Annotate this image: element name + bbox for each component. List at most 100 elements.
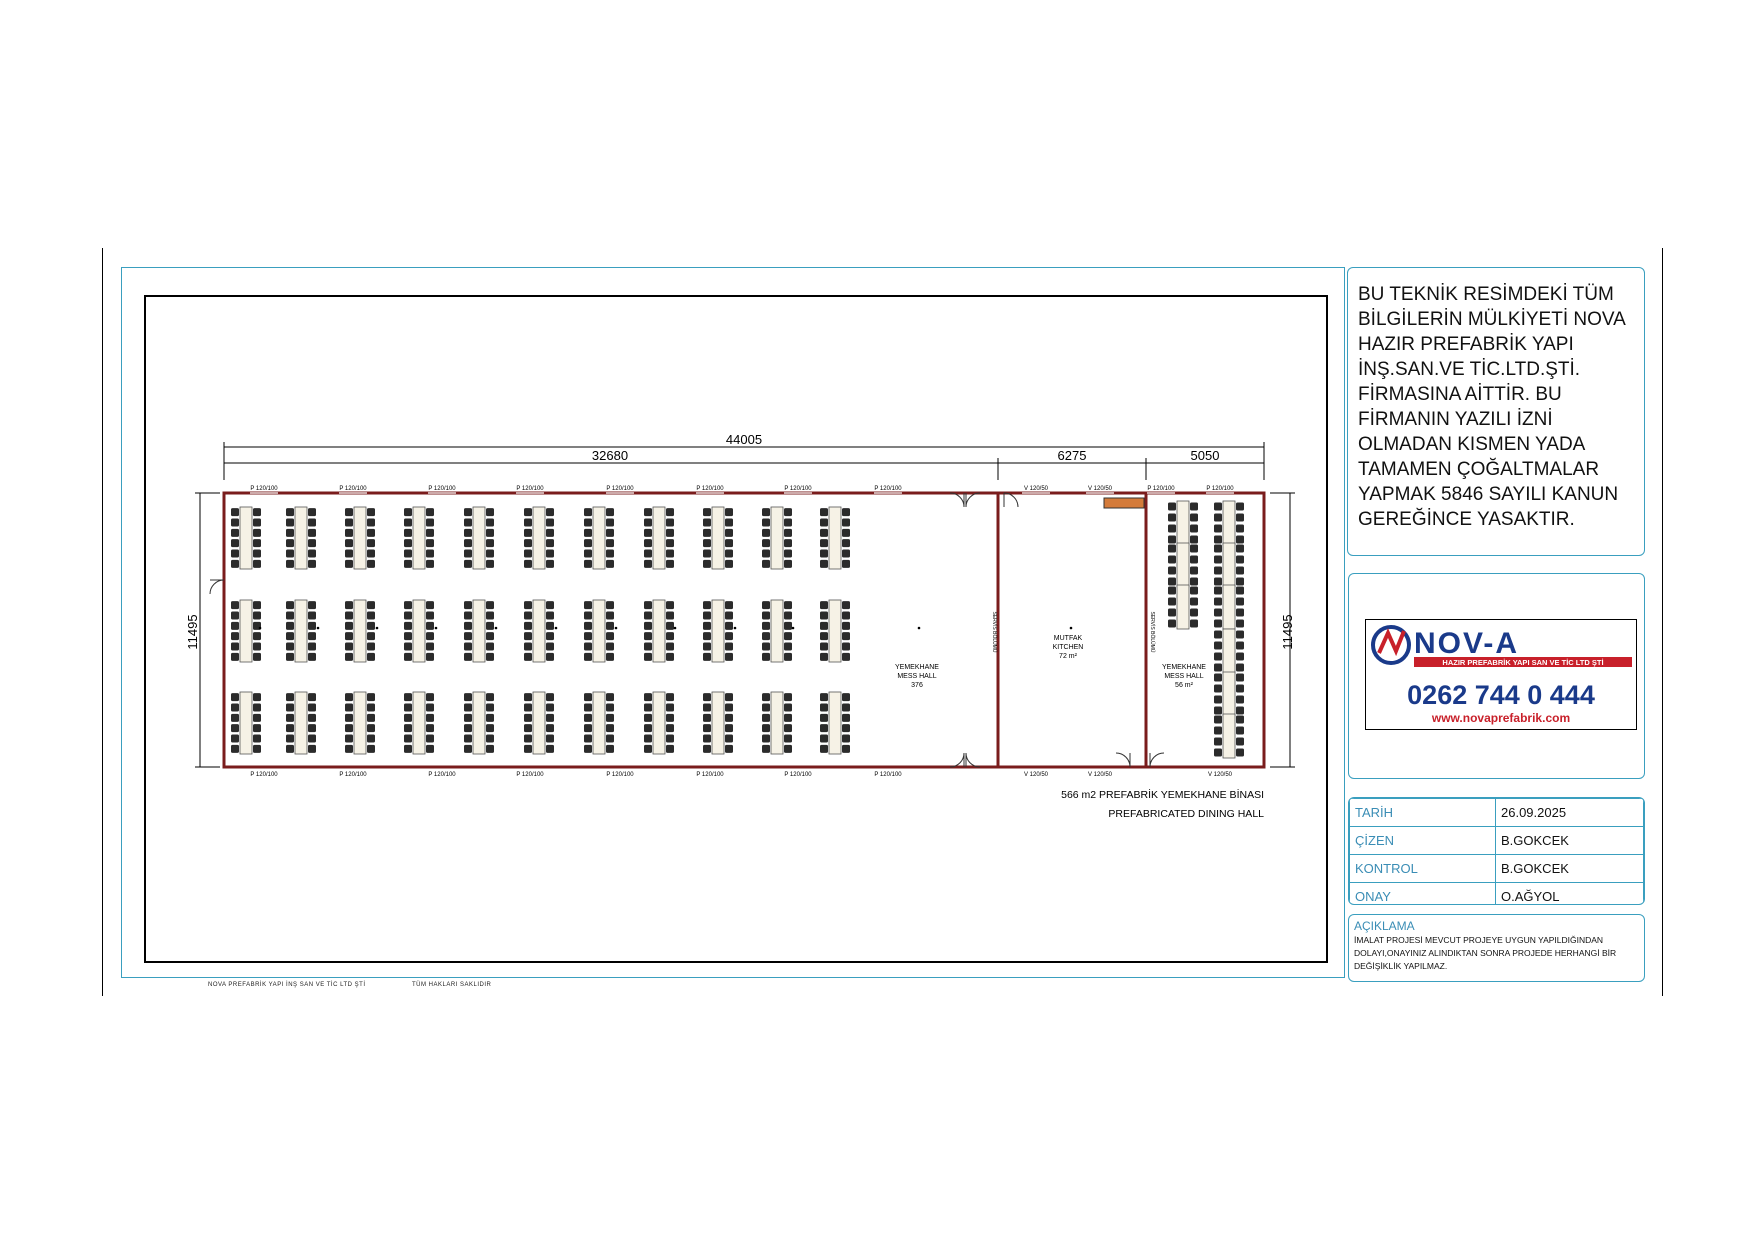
svg-text:72 m²: 72 m² [1059,653,1078,660]
dining-table [345,506,375,570]
description-text: İMALAT PROJESİ MEVCUT PROJEYE UYGUN YAPI… [1354,935,1617,971]
column-point [316,626,320,630]
dining-table [345,691,375,755]
logo-website: www.novaprefabrik.com [1431,711,1570,725]
dining-table [820,599,850,663]
description-panel: AÇIKLAMA İMALAT PROJESİ MEVCUT PROJEYE U… [1348,914,1645,982]
window-label-bottom: P 120/100 [250,772,278,778]
window-label-bottom: P 120/100 [339,772,367,778]
window-label-top: V 120/50 [1024,486,1049,492]
service-label-1: SERVİS BÖLÜMÜ [991,611,998,652]
dining-table [345,599,375,663]
dining-table [404,691,434,755]
window-label-top: P 120/100 [428,486,456,492]
column-point [375,626,379,630]
footer-left: NOVA PREFABRİK YAPI İNŞ SAN VE TİC LTD Ş… [208,982,366,988]
svg-text:376: 376 [911,682,923,689]
window-label-top: P 120/100 [696,486,724,492]
building-outline [222,491,1266,769]
date-label: TARİH [1349,798,1496,827]
column-point [434,626,438,630]
dining-table [644,691,674,755]
dining-table [286,691,316,755]
room-label-mess-main: YEMEKHANE MESS HALL 376 [895,664,939,689]
dim-height-right: 11495 [1280,614,1295,649]
dim-small-hall: 5050 [1191,448,1220,463]
checked-by-value: B.GOKCEK [1495,854,1644,883]
window-label-bottom: V 120/50 [1208,772,1233,778]
dining-table [404,506,434,570]
room-label-kitchen: MUTFAK KITCHEN 72 m² [1053,635,1084,660]
checked-by-label: KONTROL [1349,854,1496,883]
column-point [673,626,677,630]
service-label-2: SERVİS BÖLÜMÜ [1149,611,1156,652]
dining-table [820,506,850,570]
dining-table [464,691,494,755]
dining-table [584,506,614,570]
svg-text:MUTFAK: MUTFAK [1054,635,1083,642]
dining-table [464,506,494,570]
footer-right: TÜM HAKLARI SAKLIDIR [412,982,492,988]
approved-by-value: O.AĞYOL [1495,882,1644,904]
company-logo: NOV-A HAZIR PREFABRİK YAPI SAN VE TİC LT… [1365,619,1637,730]
approved-by-label: ONAY [1349,882,1496,904]
window-label-bottom: P 120/100 [606,772,634,778]
window-label-top: P 120/100 [784,486,812,492]
copyright-text: BU TEKNİK RESİMDEKİ TÜM BİLGİLERİN MÜLKİ… [1358,284,1625,530]
dining-table [703,506,733,570]
column-point [554,626,558,630]
window-label-bottom: P 120/100 [428,772,456,778]
drawn-by-value: B.GOKCEK [1495,826,1644,855]
svg-text:MESS HALL: MESS HALL [897,673,936,680]
left-border-line [102,248,103,996]
window-label-top: P 120/100 [339,486,367,492]
dining-table [1214,584,1244,630]
window-label-bottom: V 120/50 [1088,772,1113,778]
column-point [614,626,618,630]
column-point [1069,626,1073,630]
dim-mess-hall: 32680 [592,448,628,463]
window-label-top: P 120/100 [606,486,634,492]
dining-table [286,506,316,570]
dim-kitchen: 6275 [1058,448,1087,463]
room-label-mess-small: YEMEKHANE MESS HALL 56 m² [1162,664,1206,689]
window-label-top: P 120/100 [1147,486,1175,492]
kitchen-counter [1103,497,1145,509]
window-label-top: P 120/100 [874,486,902,492]
logo-brand: NOV-A [1414,627,1519,660]
logo-graphic: NOV-A HAZIR PREFABRİK YAPI SAN VE TİC LT… [1371,625,1632,725]
window-label-top: P 120/100 [1206,486,1234,492]
dining-table [644,506,674,570]
floor-plan: 44005 32680 6275 5050 11495 11495 P 120/… [185,432,1295,820]
dining-table [1214,671,1244,717]
drawing-sheet [121,267,1345,978]
copyright-notice: BU TEKNİK RESİMDEKİ TÜM BİLGİLERİN MÜLKİ… [1347,267,1645,556]
drawn-by-label: ÇİZEN [1349,826,1496,855]
plan-title: 566 m2 PREFABRİK YEMEKHANE BİNASI [1061,788,1264,801]
dining-table [464,599,494,663]
column-point [917,626,921,630]
dining-table [1168,584,1198,630]
dining-table [762,691,792,755]
column-point [494,626,498,630]
dining-table [524,599,554,663]
dining-table [762,599,792,663]
dining-table [524,691,554,755]
window-label-bottom: P 120/100 [784,772,812,778]
dining-table [231,691,261,755]
window-label-bottom: V 120/50 [1024,772,1049,778]
dining-table [1214,713,1244,759]
dining-table [644,599,674,663]
dining-table [404,599,434,663]
dining-table [1214,542,1244,588]
dining-table [820,691,850,755]
dim-height-left: 11495 [185,614,200,649]
drawing-frame: 44005 32680 6275 5050 11495 11495 P 120/… [144,295,1328,963]
svg-text:56 m²: 56 m² [1175,682,1194,689]
window-label-bottom: P 120/100 [696,772,724,778]
